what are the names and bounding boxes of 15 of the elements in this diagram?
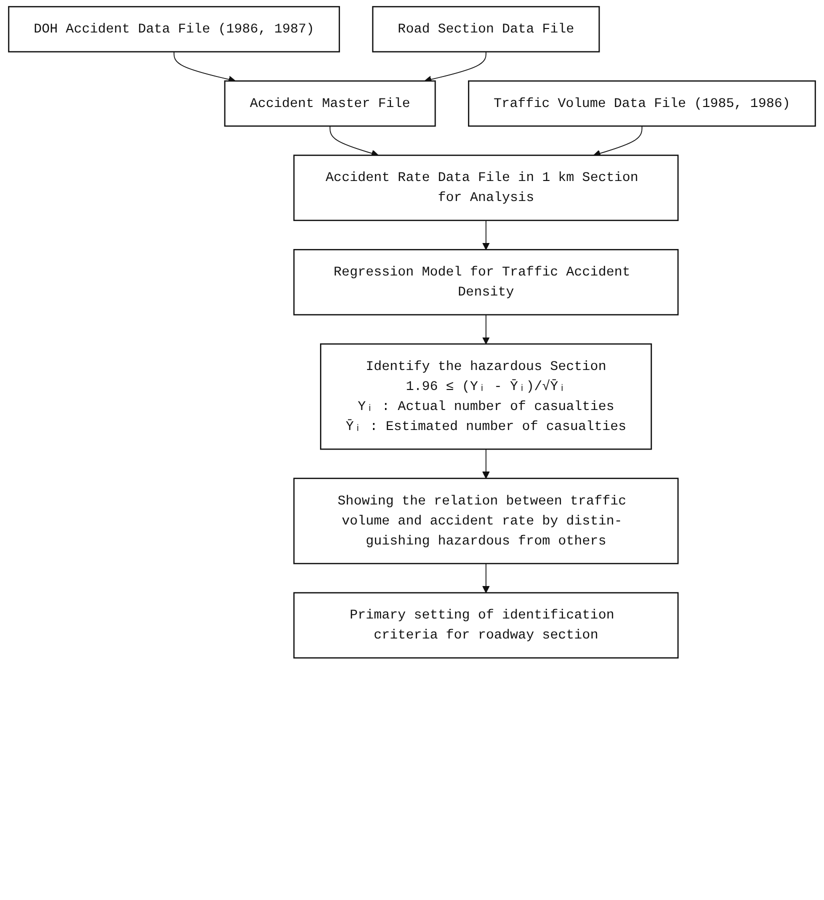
node-box: Road Section Data File <box>372 6 600 52</box>
arrow <box>330 126 379 157</box>
arrow <box>482 314 490 344</box>
arrow <box>482 448 490 479</box>
node-box: Accident Master File <box>224 80 436 127</box>
arrow <box>482 220 490 250</box>
node-box: Primary setting of identification criteria for roadway section <box>293 592 679 659</box>
node-box: Accident Rate Data File in 1 km Section for Analysis <box>293 154 679 222</box>
node-box: Identify the hazardous Section 1.96 ≤ (Yᵢ - Ȳᵢ)/√Ȳᵢ Yᵢ : Actual number of casualties Ȳᵢ : Estimated number of casualties <box>320 343 652 450</box>
node-box: Traffic Volume Data File (1985, 1986) <box>468 80 816 127</box>
node-box: Showing the relation between traffic volume and accident rate by distin- guishing hazardous from others <box>293 478 679 564</box>
arrow <box>482 563 490 594</box>
node-box: Regression Model for Traffic Accident Density <box>293 249 679 316</box>
node-box: DOH Accident Data File (1986, 1987) <box>8 6 340 52</box>
arrow <box>593 126 642 157</box>
